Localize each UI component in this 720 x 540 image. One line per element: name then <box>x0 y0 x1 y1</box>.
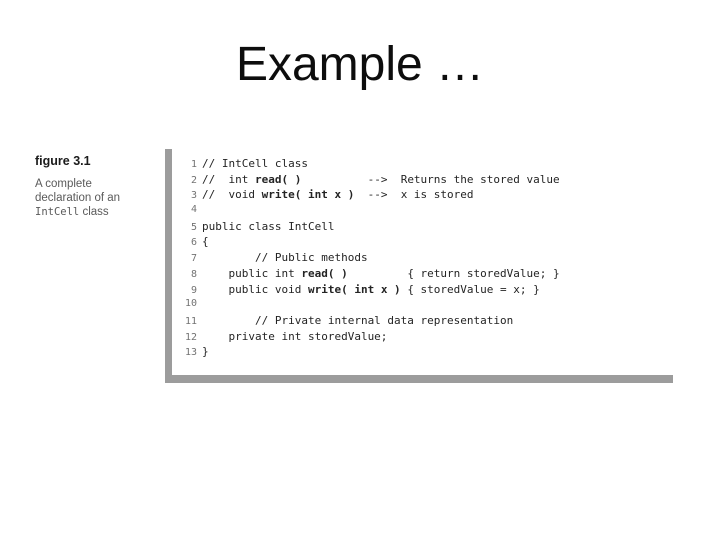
code-line-text: public int read( ) { return storedValue;… <box>202 266 560 280</box>
code-line-number: 13 <box>184 347 197 359</box>
code-line: 12 private int storedValue; <box>180 330 560 346</box>
code-line-number: 5 <box>190 221 197 233</box>
code-line-text: // IntCell class <box>202 157 308 170</box>
code-segment: public class IntCell <box>202 219 335 233</box>
code-line-text: // Private internal data representation <box>202 314 513 327</box>
code-line-number: 7 <box>190 253 197 265</box>
figure-bottom-rule <box>165 375 673 383</box>
code-line-number: 6 <box>190 237 197 249</box>
code-line-number: 1 <box>190 159 197 170</box>
code-line-number: 11 <box>184 315 197 327</box>
code-bold-segment: read( ) <box>254 172 302 186</box>
figure-label: figure 3.1 <box>35 154 91 168</box>
code-listing: 1 // IntCell class 2 // int read( ) --> Ret… <box>180 157 560 361</box>
code-line-text: public class IntCell <box>202 220 334 233</box>
code-segment: // int <box>202 172 255 186</box>
code-line: 2 // int read( ) --> Returns the stored v… <box>180 173 560 189</box>
code-segment: { storedValue = x; } <box>407 282 540 296</box>
code-bold-segment: write( int x ) <box>261 188 355 202</box>
code-segment: private int storedValue; <box>202 329 388 343</box>
caption-text: declaration of an <box>35 191 121 204</box>
code-segment <box>301 173 367 186</box>
code-segment: --> Returns the stored value <box>367 172 560 186</box>
figure-caption-line: IntCell class <box>35 206 120 220</box>
code-segment: // IntCell class <box>202 157 308 170</box>
code-line-text: // int read( ) --> Returns the stored va… <box>202 173 560 186</box>
caption-text: A complete <box>35 178 92 190</box>
code-line: 5 public class IntCell <box>180 220 560 236</box>
code-segment: public int <box>202 266 302 280</box>
code-line-number: 9 <box>190 284 197 296</box>
code-bold-segment: read( ) <box>301 266 348 280</box>
code-segment: } <box>202 345 209 359</box>
code-segment: { return storedValue; } <box>407 266 560 280</box>
code-line-text: // void write( int x ) --> x is stored <box>202 188 474 201</box>
slide-title: Example … <box>235 38 485 91</box>
code-segment: // Private internal data representation <box>202 313 514 327</box>
caption-mono-text: IntCell <box>35 205 80 218</box>
code-segment <box>348 267 408 280</box>
code-segment: // Public methods <box>202 251 368 265</box>
code-line: 10 <box>180 298 560 314</box>
code-line-text: { <box>202 235 209 248</box>
code-line: 7 // Public methods <box>180 251 560 267</box>
code-line: 11 // Private internal data representati… <box>180 314 560 330</box>
code-line: 8 public int read( ) { return storedValu… <box>180 267 560 283</box>
code-line-text: public void write( int x ) { storedValue… <box>202 282 540 296</box>
code-line: 4 <box>180 204 560 220</box>
code-line: 13} <box>180 345 560 361</box>
code-segment: public void <box>202 282 308 296</box>
code-bold-segment: write( int x ) <box>307 282 401 296</box>
code-line-number: 12 <box>184 331 197 343</box>
caption-text: class <box>79 205 109 218</box>
code-line-number: 4 <box>190 204 197 216</box>
code-line-number: 8 <box>190 268 197 280</box>
code-line-number: 10 <box>184 298 197 310</box>
code-segment: // void <box>202 188 262 202</box>
code-line: 9 public void write( int x ) { storedVal… <box>180 283 560 299</box>
code-segment: { <box>202 235 209 249</box>
code-line-number: 2 <box>190 174 197 186</box>
code-line: 6{ <box>180 235 560 251</box>
code-line-text: // Public methods <box>202 251 368 264</box>
code-line-text: } <box>202 345 209 358</box>
figure-caption-line: A complete <box>35 178 120 192</box>
code-segment: --> x is stored <box>367 188 474 202</box>
code-line-number: 3 <box>190 190 197 202</box>
code-line-text: private int storedValue; <box>202 330 387 343</box>
code-line: 3 // void write( int x ) --> x is stored <box>180 188 560 204</box>
code-accent-bar <box>165 149 172 375</box>
code-line: 1 // IntCell class <box>180 157 560 173</box>
code-segment <box>354 188 367 201</box>
figure-caption-line: declaration of an <box>35 192 120 206</box>
